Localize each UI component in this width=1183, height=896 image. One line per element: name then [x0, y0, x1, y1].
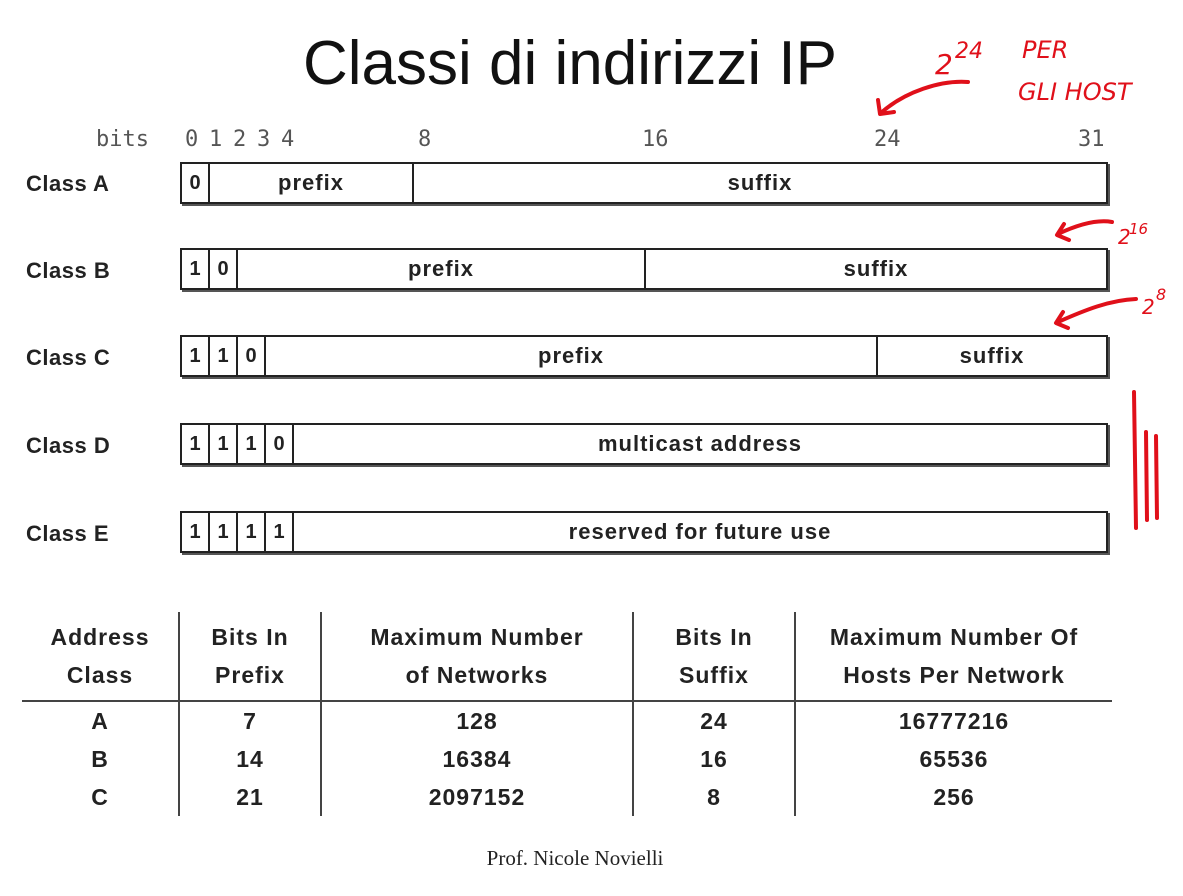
table-cell: 7 — [178, 701, 321, 740]
table-cell: 2097152 — [320, 778, 633, 816]
class-bit: 1 — [182, 513, 210, 551]
class-e-format: 1 1 1 1 reserved for future use — [180, 511, 1108, 553]
class-bit: 1 — [210, 425, 238, 463]
bracket-stroke — [1132, 390, 1138, 530]
class-bit: 1 — [182, 337, 210, 375]
arrow-class-c — [1056, 297, 1138, 324]
class-bit: 0 — [182, 164, 210, 202]
bit-number: 8 — [418, 127, 432, 152]
table-cell: A — [91, 708, 109, 734]
footer-author: Prof. Nicole Novielli — [486, 846, 664, 870]
table-cell: 256 — [794, 778, 1112, 816]
page-title: Classi di indirizzi IP — [302, 29, 838, 98]
table-cell: B — [91, 746, 109, 772]
reserved-field: reserved for future use — [568, 519, 832, 544]
class-bit: 1 — [210, 337, 238, 375]
class-c-format: 1 1 0 prefix suffix — [180, 335, 1108, 377]
table-row: C 21 2097152 8 256 — [22, 778, 1112, 816]
ink-exponent: 8 — [1156, 285, 1166, 304]
class-label-e: Class E — [26, 521, 109, 546]
class-bit: 0 — [238, 337, 266, 375]
bit-number: 24 — [874, 127, 901, 152]
bits-label: bits — [96, 127, 149, 152]
class-bit: 1 — [182, 250, 210, 288]
ink-base: 2 — [1118, 225, 1131, 249]
table-cell: 8 — [632, 778, 795, 816]
table-cell: 21 — [178, 778, 321, 816]
class-bit: 0 — [210, 250, 238, 288]
bit-number: 16 — [642, 127, 669, 152]
class-bit: 1 — [238, 425, 266, 463]
arrow-class-b — [1056, 219, 1114, 236]
suffix-field: suffix — [876, 337, 1106, 375]
bit-number: 0 — [185, 127, 199, 152]
table-cell: C — [91, 784, 109, 810]
table-row: B 14 16384 16 65536 — [22, 740, 1112, 778]
prefix-field: prefix — [538, 343, 604, 368]
prefix-field: prefix — [408, 256, 474, 281]
table-cell: 16384 — [320, 740, 633, 778]
bracket-stroke — [1154, 434, 1159, 520]
arrowhead — [876, 98, 896, 116]
table-cell: 65536 — [794, 740, 1112, 778]
ink-exponent: 16 — [1129, 220, 1148, 238]
class-label-a: Class A — [26, 171, 110, 196]
table-cell: 16 — [632, 740, 795, 778]
class-bit: 1 — [210, 513, 238, 551]
arrowhead — [1055, 222, 1071, 242]
suffix-field: suffix — [644, 250, 1106, 288]
table-cell: 14 — [178, 740, 321, 778]
class-d-format: 1 1 1 0 multicast address — [180, 423, 1108, 465]
prefix-field: prefix — [278, 170, 344, 195]
class-label-c: Class C — [26, 345, 111, 370]
bit-number: 2 — [233, 127, 247, 152]
bit-number: 1 — [209, 127, 223, 152]
class-bit: 1 — [266, 513, 294, 551]
arrowhead — [1054, 310, 1070, 330]
table-cell: 128 — [320, 701, 633, 740]
class-a-format: 0 prefix suffix — [180, 162, 1108, 204]
table-cell: 16777216 — [794, 701, 1112, 740]
bit-number: 3 — [257, 127, 271, 152]
bracket-stroke — [1144, 430, 1149, 522]
table-cell: 24 — [632, 701, 795, 740]
bit-number: 31 — [1078, 127, 1105, 152]
class-bit: 0 — [266, 425, 294, 463]
class-label-b: Class B — [26, 258, 111, 283]
class-label-d: Class D — [26, 433, 111, 458]
class-bit: 1 — [238, 513, 266, 551]
suffix-field: suffix — [412, 164, 1106, 202]
bit-number: 4 — [281, 127, 295, 152]
ink-base: 2 — [1142, 295, 1155, 319]
class-bit: 1 — [182, 425, 210, 463]
class-b-format: 1 0 prefix suffix — [180, 248, 1108, 290]
multicast-field: multicast address — [597, 431, 803, 456]
table-row: A 7 128 24 16777216 — [22, 701, 1112, 740]
